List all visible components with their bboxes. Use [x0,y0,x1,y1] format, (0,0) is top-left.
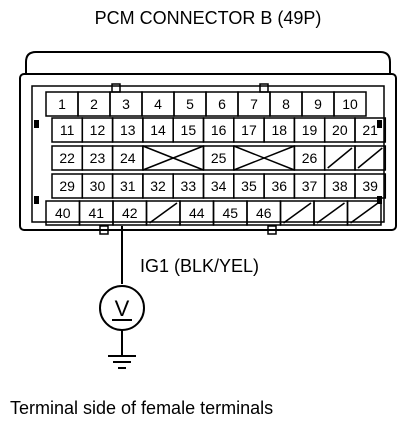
terminal-number: 31 [120,178,136,194]
terminal-cell: 20 [323,117,356,143]
terminal-cell: 31 [111,173,144,199]
terminal-number: 4 [154,96,162,112]
terminal-cell: 3 [109,91,143,117]
terminal-cell: 26 [293,145,326,171]
connector-housing [19,51,397,235]
terminal-number: 6 [218,96,226,112]
terminal-number: 36 [271,178,287,194]
terminal-cell: 18 [263,117,296,143]
terminal-number: 45 [222,205,238,221]
terminal-cell: 25 [202,145,235,171]
terminal-number: 20 [332,122,348,138]
terminal-cell: 30 [81,173,114,199]
wire-label: IG1 (BLK/YEL) [140,256,259,276]
terminal-cell: 1 [45,91,79,117]
terminal-cell: 11 [51,117,84,143]
terminal-number: 11 [60,122,75,138]
terminal-cell: 6 [205,91,239,117]
unused-cavity-x [142,145,205,171]
terminal-number: 42 [122,205,138,221]
unused-cavity-x [233,145,296,171]
terminal-cell: 37 [293,173,326,199]
terminal-number: 21 [362,122,378,138]
terminal-cell: 10 [333,91,367,117]
terminal-cell: 12 [81,117,114,143]
terminal-number: 12 [90,122,106,138]
terminal-cell: 29 [51,173,84,199]
unused-cavity-slash [323,145,356,171]
terminal-number: 30 [90,178,106,194]
diagram-title: PCM CONNECTOR B (49P) [95,8,322,28]
terminal-number: 14 [150,122,166,138]
terminal-cell: 33 [172,173,205,199]
terminal-number: 24 [120,150,136,166]
terminal-number: 26 [302,150,318,166]
terminal-number: 13 [120,122,136,138]
voltmeter-icon: V [99,285,145,331]
terminal-number: 9 [314,96,322,112]
terminal-number: 22 [59,150,75,166]
terminal-cell: 22 [51,145,84,171]
terminal-number: 19 [302,122,318,138]
terminal-number: 15 [181,122,197,138]
terminal-number: 8 [282,96,290,112]
voltmeter-symbol: V [115,296,130,321]
terminal-cell: 16 [202,117,235,143]
terminal-number: 3 [122,96,130,112]
unused-cavity-slash [354,145,387,171]
terminal-number: 38 [332,178,348,194]
terminal-cell: 34 [202,173,235,199]
terminal-cell: 14 [142,117,174,143]
terminal-number: 46 [256,205,272,221]
terminal-cell: 4 [141,91,175,117]
ground-icon [108,355,136,369]
terminal-number: 23 [90,150,106,166]
terminal-cell: 19 [293,117,326,143]
terminal-cell: 32 [142,173,174,199]
terminal-cell: 7 [237,91,271,117]
terminal-number: 32 [150,178,166,194]
terminal-number: 40 [55,205,71,221]
terminal-number: 39 [362,178,378,194]
terminal-cell: 15 [172,117,205,143]
terminal-number: 41 [88,205,104,221]
unused-cavity-slash [346,200,382,226]
terminal-number: 18 [271,122,287,138]
terminal-cell: 17 [233,117,265,143]
terminal-number: 33 [181,178,197,194]
terminal-number: 2 [90,96,98,112]
terminal-cell: 13 [111,117,144,143]
terminal-number: 25 [211,150,227,166]
terminal-cell: 9 [301,91,335,117]
terminal-cell: 21 [354,117,387,143]
terminal-number: 17 [241,122,257,138]
terminal-cell: 36 [263,173,296,199]
terminal-cell: 23 [81,145,114,171]
terminal-cell: 8 [269,91,303,117]
terminal-number: 10 [342,96,358,112]
terminal-number: 7 [250,96,258,112]
terminal-number: 5 [186,96,194,112]
diagram-caption: Terminal side of female terminals [10,398,273,418]
terminal-number: 35 [241,178,257,194]
terminal-number: 1 [58,96,66,112]
terminal-number: 37 [302,178,318,194]
terminal-cell: 39 [354,173,387,199]
terminal-number: 16 [211,122,227,138]
terminal-cell: 38 [323,173,356,199]
terminal-cell: 24 [111,145,144,171]
terminal-cell: 2 [77,91,111,117]
terminal-number: 34 [211,178,227,194]
terminal-number: 44 [189,205,205,221]
terminal-cell: 5 [173,91,207,117]
terminal-number: 29 [59,178,75,194]
terminal-cell: 35 [233,173,265,199]
